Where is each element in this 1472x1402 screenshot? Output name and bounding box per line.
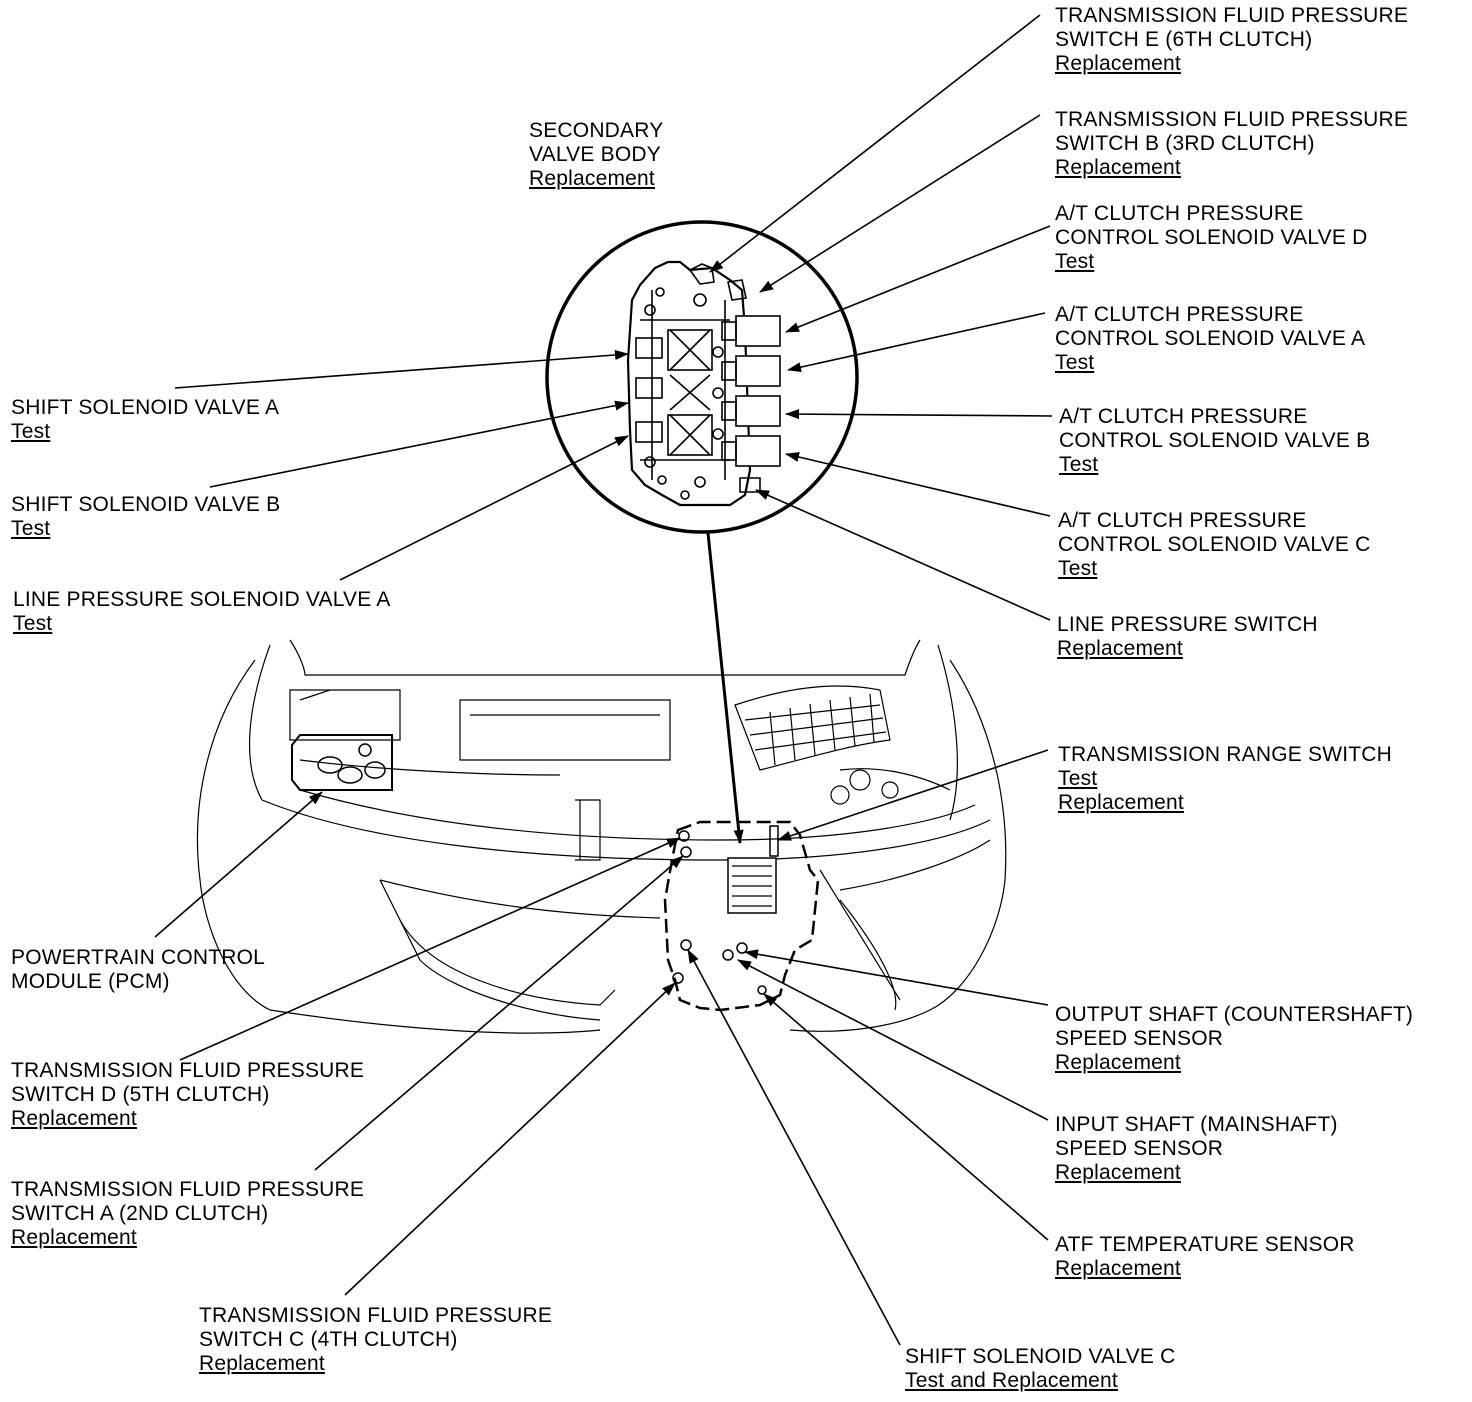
leader-shift-sv-b [209, 400, 629, 488]
leader-atf-temp [763, 993, 1049, 1241]
leader-output-shaft [744, 949, 1049, 1006]
label-line: SECONDARY [529, 119, 664, 142]
label-line: SWITCH A (2ND CLUTCH) [11, 1202, 269, 1225]
callout-input-shaft-sensor: INPUT SHAFT (MAINSHAFT) SPEED SENSOR Rep… [1055, 1113, 1338, 1185]
callout-shift-sv-a: SHIFT SOLENOID VALVE A Test [11, 396, 279, 444]
callout-tfps-a: TRANSMISSION FLUID PRESSURE SWITCH A (2N… [11, 1178, 364, 1250]
label-line: A/T CLUTCH PRESSURE [1059, 405, 1308, 428]
callout-tfps-d: TRANSMISSION FLUID PRESSURE SWITCH D (5T… [11, 1059, 364, 1131]
vehicle-outline [196, 639, 1007, 1034]
test-link[interactable]: Test [1058, 767, 1098, 790]
callout-atcpcsv-c: A/T CLUTCH PRESSURE CONTROL SOLENOID VAL… [1058, 509, 1370, 581]
test-link[interactable]: Test [1058, 557, 1098, 580]
label-line: MODULE (PCM) [11, 970, 170, 993]
callout-output-shaft-sensor: OUTPUT SHAFT (COUNTERSHAFT) SPEED SENSOR… [1055, 1003, 1413, 1075]
callout-atcpcsv-d: A/T CLUTCH PRESSURE CONTROL SOLENOID VAL… [1055, 202, 1367, 274]
label-line: SHIFT SOLENOID VALVE A [11, 396, 280, 419]
replacement-link[interactable]: Replacement [199, 1352, 325, 1375]
callout-atcpcsv-b: A/T CLUTCH PRESSURE CONTROL SOLENOID VAL… [1059, 405, 1370, 477]
leader-tfps-a [314, 855, 684, 1171]
callout-secondary-valve-body: SECONDARY VALVE BODY Replacement [529, 119, 663, 191]
label-line: SPEED SENSOR [1055, 1137, 1224, 1160]
callout-shift-sv-b: SHIFT SOLENOID VALVE B Test [11, 493, 280, 541]
label-line: TRANSMISSION FLUID PRESSURE [1055, 108, 1409, 131]
label-line: SWITCH C (4TH CLUTCH) [199, 1328, 458, 1351]
label-line: TRANSMISSION FLUID PRESSURE [11, 1178, 365, 1201]
callout-atf-temp-sensor: ATF TEMPERATURE SENSOR Replacement [1055, 1233, 1355, 1281]
label-line: SWITCH B (3RD CLUTCH) [1055, 132, 1315, 155]
replacement-link[interactable]: Replacement [1055, 1051, 1181, 1074]
label-line: A/T CLUTCH PRESSURE [1058, 509, 1307, 532]
label-line: TRANSMISSION FLUID PRESSURE [199, 1304, 553, 1327]
leader-tfps-b [759, 114, 1041, 293]
leader-line-pressure-switch [755, 489, 1051, 621]
leader-shift-sv-a [174, 349, 629, 389]
label-line: POWERTRAIN CONTROL [11, 946, 266, 969]
label-line: SHIFT SOLENOID VALVE C [905, 1345, 1176, 1368]
callout-tfps-e: TRANSMISSION FLUID PRESSURE SWITCH E (6T… [1055, 4, 1408, 76]
label-line: A/T CLUTCH PRESSURE [1055, 303, 1304, 326]
test-and-replacement-link[interactable]: Test and Replacement [905, 1369, 1118, 1392]
leader-trans-range-switch [777, 749, 1049, 841]
replacement-link[interactable]: Replacement [11, 1107, 137, 1130]
callout-tfps-b: TRANSMISSION FLUID PRESSURE SWITCH B (3R… [1055, 108, 1408, 180]
leader-atcpcsv-a [787, 312, 1046, 373]
label-line: TRANSMISSION RANGE SWITCH [1058, 743, 1393, 766]
replacement-link[interactable]: Replacement [1055, 52, 1181, 75]
leader-lines [154, 14, 1053, 1346]
leader-atcpcsv-b [785, 409, 1053, 420]
callout-shift-sv-c: SHIFT SOLENOID VALVE C Test and Replacem… [905, 1345, 1175, 1393]
label-line: CONTROL SOLENOID VALVE D [1055, 226, 1368, 249]
label-line: OUTPUT SHAFT (COUNTERSHAFT) [1055, 1003, 1414, 1026]
replacement-link[interactable]: Replacement [1057, 637, 1183, 660]
callout-atcpcsv-a: A/T CLUTCH PRESSURE CONTROL SOLENOID VAL… [1055, 303, 1365, 375]
leader-atcpcsv-c [785, 452, 1051, 517]
leader-tfps-d [179, 837, 681, 1061]
test-link[interactable]: Test [1055, 250, 1095, 273]
leader-input-shaft [737, 959, 1049, 1121]
label-line: SPEED SENSOR [1055, 1027, 1224, 1050]
leader-tfps-c [344, 982, 676, 1296]
transmission-housing [663, 820, 820, 1012]
detail-magnifier [545, 220, 859, 844]
label-line: TRANSMISSION FLUID PRESSURE [1055, 4, 1409, 27]
label-line: SHIFT SOLENOID VALVE B [11, 493, 281, 516]
replacement-link[interactable]: Replacement [1055, 1257, 1181, 1280]
test-link[interactable]: Test [11, 517, 51, 540]
callout-lpsv-a: LINE PRESSURE SOLENOID VALVE A Test [13, 588, 391, 636]
leader-atcpcsv-d [785, 225, 1051, 333]
label-line: CONTROL SOLENOID VALVE C [1058, 533, 1371, 556]
test-link[interactable]: Test [11, 420, 51, 443]
leader-pcm [154, 791, 323, 938]
label-line: LINE PRESSURE SOLENOID VALVE A [13, 588, 391, 611]
replacement-link[interactable]: Replacement [11, 1226, 137, 1249]
secondary-valve-body [626, 260, 781, 507]
pcm-module [291, 734, 393, 791]
callout-line-pressure-switch: LINE PRESSURE SWITCH Replacement [1057, 613, 1318, 661]
leader-shift-sv-c [687, 949, 901, 1346]
label-line: SWITCH E (6TH CLUTCH) [1055, 28, 1313, 51]
label-line: TRANSMISSION FLUID PRESSURE [11, 1059, 365, 1082]
leader-tfps-e [709, 14, 1041, 273]
callout-tfps-c: TRANSMISSION FLUID PRESSURE SWITCH C (4T… [199, 1304, 552, 1376]
test-link[interactable]: Test [1059, 453, 1099, 476]
replacement-link[interactable]: Replacement [1055, 1161, 1181, 1184]
test-link[interactable]: Test [1055, 351, 1095, 374]
label-line: INPUT SHAFT (MAINSHAFT) [1055, 1113, 1338, 1136]
leader-lpsv-a [339, 435, 629, 581]
replacement-link[interactable]: Replacement [529, 167, 655, 190]
label-line: SWITCH D (5TH CLUTCH) [11, 1083, 270, 1106]
callout-pcm: POWERTRAIN CONTROL MODULE (PCM) [11, 946, 265, 994]
label-line: CONTROL SOLENOID VALVE B [1059, 429, 1371, 452]
label-line: LINE PRESSURE SWITCH [1057, 613, 1318, 636]
label-line: VALVE BODY [529, 143, 661, 166]
callout-trans-range-switch: TRANSMISSION RANGE SWITCH Test Replaceme… [1058, 743, 1392, 815]
replacement-link[interactable]: Replacement [1055, 156, 1181, 179]
label-line: A/T CLUTCH PRESSURE [1055, 202, 1304, 225]
replacement-link[interactable]: Replacement [1058, 791, 1184, 814]
test-link[interactable]: Test [13, 612, 53, 635]
label-line: ATF TEMPERATURE SENSOR [1055, 1233, 1355, 1256]
label-line: CONTROL SOLENOID VALVE A [1055, 327, 1366, 350]
